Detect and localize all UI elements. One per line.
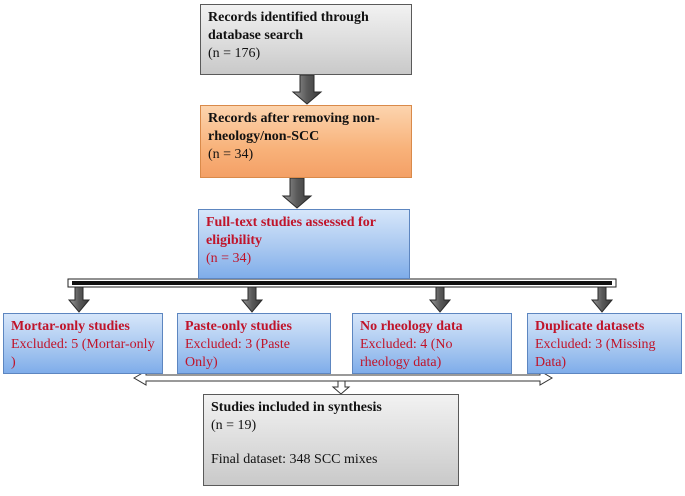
box-records-screened: Records after removing non-rheology/non-… <box>200 105 412 178</box>
duplicate-title: Duplicate datasets <box>535 319 645 334</box>
distribution-bar <box>67 278 617 288</box>
included-count: (n = 19) <box>211 418 257 433</box>
identified-count: (n = 176) <box>208 46 261 61</box>
branch-arrow-no-rheology <box>428 286 452 313</box>
down-arrow-2 <box>281 177 313 209</box>
box-records-identified: Records identified through database sear… <box>200 4 412 75</box>
identified-title: Records identified through database sear… <box>208 10 369 43</box>
down-arrow-1 <box>291 74 323 105</box>
mortar-title: Mortar-only studies <box>11 319 130 334</box>
box-fulltext-assessed: Full-text studies assessed for eligibili… <box>198 209 410 279</box>
mortar-detail: Excluded: 5 (Mortar-only ) <box>11 337 155 370</box>
branch-arrow-paste <box>240 286 264 313</box>
fulltext-count: (n = 34) <box>206 251 252 266</box>
screened-count: (n = 34) <box>208 147 254 162</box>
screened-title: Records after removing non-rheology/non-… <box>208 111 380 144</box>
box-studies-included: Studies included in synthesis (n = 19) F… <box>203 394 459 486</box>
branch-arrow-mortar <box>67 286 91 313</box>
paste-title: Paste-only studies <box>185 319 292 334</box>
no-rheology-detail: Excluded: 4 (No rheology data) <box>360 337 453 370</box>
included-title: Studies included in synthesis <box>211 400 382 415</box>
box-no-rheology: No rheology data Excluded: 4 (No rheolog… <box>352 313 512 374</box>
down-arrow-3 <box>331 380 351 395</box>
no-rheology-title: No rheology data <box>360 319 463 334</box>
box-mortar-only: Mortar-only studies Excluded: 5 (Mortar-… <box>3 313 163 374</box>
paste-detail: Excluded: 3 (Paste Only) <box>185 337 290 370</box>
fulltext-title: Full-text studies assessed for eligibili… <box>206 215 376 248</box>
box-paste-only: Paste-only studies Excluded: 3 (Paste On… <box>177 313 331 374</box>
duplicate-detail: Excluded: 3 (Missing Data) <box>535 337 656 370</box>
branch-arrow-duplicate <box>590 286 614 313</box>
box-duplicate-datasets: Duplicate datasets Excluded: 3 (Missing … <box>527 313 682 374</box>
included-final-dataset: Final dataset: 348 SCC mixes <box>211 452 378 467</box>
